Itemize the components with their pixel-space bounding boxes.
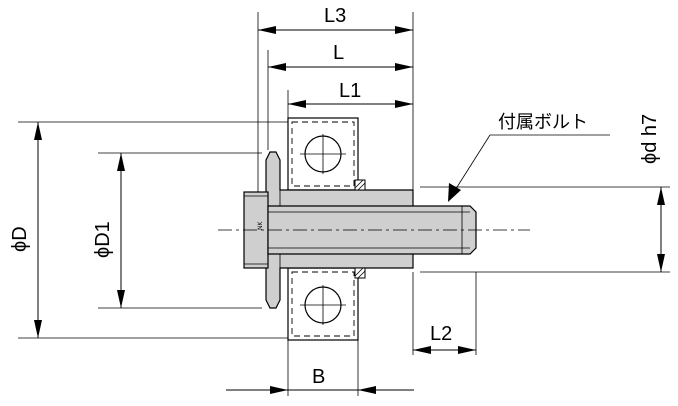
label-phid-h7: ϕd h7 (639, 114, 661, 164)
retaining-ring-top (354, 179, 366, 191)
bolt-leader-arrow (448, 183, 461, 202)
arrow-L-right (395, 63, 413, 71)
label-bolt: 付属ボルト (498, 112, 588, 133)
arrow-L2-left (413, 346, 431, 354)
label-B: B (312, 366, 325, 388)
arrow-d-top (657, 187, 665, 205)
label-L3: L3 (324, 5, 346, 27)
arrow-d-bottom (657, 254, 665, 272)
bearing-bottom (287, 267, 359, 341)
label-phiD: ϕD (9, 226, 31, 252)
label-L2: L2 (430, 323, 452, 345)
arrow-D1-bottom (117, 290, 125, 308)
arrow-L3-right (395, 26, 413, 34)
label-phiD1: ϕD1 (92, 221, 114, 258)
arrow-L1-left (288, 100, 306, 108)
arrow-L-left (268, 63, 286, 71)
arrow-L3-left (258, 26, 276, 34)
arrow-D-top (34, 122, 42, 140)
arrow-B-left (270, 386, 288, 394)
arrow-B-right (358, 386, 376, 394)
svg-text:NK: NK (257, 221, 264, 230)
arrow-D1-top (117, 153, 125, 171)
arrow-L1-right (395, 100, 413, 108)
bolt-leader-diagonal (451, 134, 491, 196)
bearing-top (287, 117, 359, 191)
label-L: L (333, 42, 344, 64)
retaining-ring-bottom (354, 267, 366, 279)
arrow-L2-right (458, 346, 476, 354)
arrow-D-bottom (34, 320, 42, 338)
label-L1: L1 (339, 80, 361, 102)
